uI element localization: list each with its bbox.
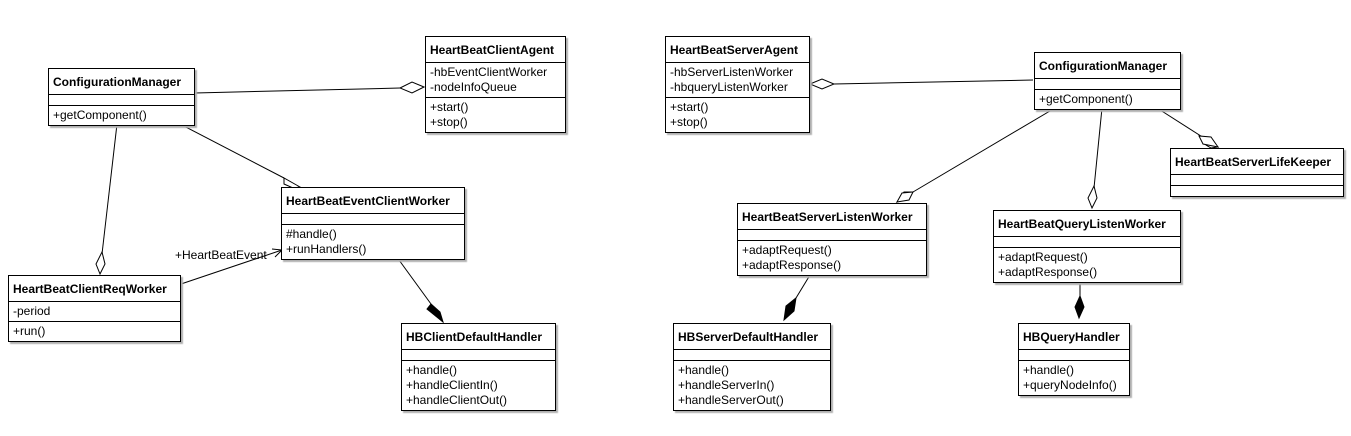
operation: +start() bbox=[430, 100, 469, 114]
class-hb-client-default-handler[interactable]: HBClientDefaultHandler +handle() +handle… bbox=[401, 323, 556, 411]
attributes-section bbox=[1171, 175, 1343, 186]
operations-section: +adaptRequest() +adaptResponse() bbox=[994, 248, 1180, 282]
operation: +stop() bbox=[670, 115, 708, 129]
attributes-section: -period bbox=[9, 302, 180, 322]
operation: +getComponent() bbox=[1039, 92, 1133, 106]
attribute: -hbEventClientWorker bbox=[430, 65, 548, 79]
attribute: -hbServerListenWorker bbox=[670, 65, 794, 79]
operation: +runHandlers() bbox=[286, 242, 367, 256]
aggregation-diamond-query-listen-worker bbox=[1087, 184, 1098, 210]
operation: +adaptResponse() bbox=[742, 258, 842, 272]
operations-section: +adaptRequest() +adaptResponse() bbox=[738, 241, 926, 275]
class-name: ConfigurationManager bbox=[49, 69, 194, 95]
operations-section: +run() bbox=[9, 322, 180, 341]
operation: +adaptRequest() bbox=[742, 243, 832, 257]
class-hb-server-default-handler[interactable]: HBServerDefaultHandler +handle() +handle… bbox=[673, 323, 831, 411]
aggregation-diamond-client-req-worker bbox=[95, 250, 106, 276]
edge-cm-left-to-client-agent bbox=[194, 87, 401, 94]
operation: +handleServerIn() bbox=[678, 378, 775, 392]
aggregation-diamond-client-agent bbox=[398, 81, 426, 94]
class-name: HeartBeatServerLifeKeeper bbox=[1171, 149, 1343, 175]
aggregation-diamond-server-agent bbox=[808, 78, 836, 90]
class-heartbeat-client-req-worker[interactable]: HeartBeatClientReqWorker -period +run() bbox=[8, 275, 181, 342]
class-name: HeartBeatServerAgent bbox=[666, 37, 809, 63]
attributes-section bbox=[282, 214, 464, 225]
operations-section bbox=[1171, 186, 1343, 196]
class-name: HBClientDefaultHandler bbox=[402, 324, 555, 350]
class-heartbeat-client-agent[interactable]: HeartBeatClientAgent -hbEventClientWorke… bbox=[425, 36, 566, 133]
edge-event-worker-to-client-handler bbox=[398, 259, 432, 305]
operations-section: +handle() +handleClientIn() +handleClien… bbox=[402, 361, 555, 410]
composition-diamond-server-handler bbox=[783, 296, 797, 322]
attributes-section: -hbEventClientWorker -nodeInfoQueue bbox=[426, 63, 565, 98]
attribute: -nodeInfoQueue bbox=[430, 80, 517, 94]
operation: #handle() bbox=[286, 227, 337, 241]
operation: +handle() bbox=[678, 363, 730, 377]
operation: +getComponent() bbox=[53, 108, 147, 122]
operation: +run() bbox=[13, 324, 46, 338]
class-name: HBServerDefaultHandler bbox=[674, 324, 830, 350]
class-configuration-manager-left[interactable]: ConfigurationManager +getComponent() bbox=[48, 68, 195, 126]
class-name: HeartBeatClientAgent bbox=[426, 37, 565, 63]
edge-cm-right-to-server-agent bbox=[833, 79, 1034, 85]
attributes-section bbox=[49, 95, 194, 106]
class-name: HeartBeatEventClientWorker bbox=[282, 188, 464, 214]
attributes-section bbox=[674, 350, 830, 361]
operation: +adaptRequest() bbox=[998, 250, 1088, 264]
operations-section: #handle() +runHandlers() bbox=[282, 225, 464, 259]
class-hb-query-handler[interactable]: HBQueryHandler +handle() +queryNodeInfo(… bbox=[1018, 323, 1130, 396]
operation: +handle() bbox=[406, 363, 458, 377]
edge-cm-left-to-event-client-worker bbox=[179, 123, 285, 179]
edge-cm-right-to-query-listen-worker bbox=[1093, 107, 1103, 189]
operation: +stop() bbox=[430, 115, 468, 129]
class-configuration-manager-right[interactable]: ConfigurationManager +getComponent() bbox=[1034, 52, 1181, 110]
edge-cm-right-to-server-listen-worker bbox=[912, 107, 1056, 193]
attributes-section bbox=[738, 230, 926, 241]
operation: +handleClientOut() bbox=[406, 393, 508, 407]
operations-section: +getComponent() bbox=[1035, 90, 1180, 109]
operations-section: +getComponent() bbox=[49, 106, 194, 125]
operation: +queryNodeInfo() bbox=[1023, 378, 1117, 392]
class-heartbeat-query-listen-worker[interactable]: HeartBeatQueryListenWorker +adaptRequest… bbox=[993, 210, 1181, 283]
class-name: HeartBeatServerListenWorker bbox=[738, 204, 926, 230]
class-heartbeat-event-client-worker[interactable]: HeartBeatEventClientWorker #handle() +ru… bbox=[281, 187, 465, 260]
operation: +handleClientIn() bbox=[406, 378, 498, 392]
edge-cm-right-to-life-keeper bbox=[1156, 107, 1205, 139]
edge-req-worker-to-event-worker bbox=[180, 249, 283, 285]
class-heartbeat-server-life-keeper[interactable]: HeartBeatServerLifeKeeper bbox=[1170, 148, 1344, 197]
operation: +handle() bbox=[1023, 363, 1075, 377]
attributes-section bbox=[1019, 350, 1129, 361]
class-name: HeartBeatQueryListenWorker bbox=[994, 211, 1180, 237]
attributes-section: -hbServerListenWorker -hbqueryListenWork… bbox=[666, 63, 809, 98]
operations-section: +handle() +handleServerIn() +handleServe… bbox=[674, 361, 830, 410]
operations-section: +start() +stop() bbox=[426, 98, 565, 132]
attributes-section bbox=[402, 350, 555, 361]
class-name: HBQueryHandler bbox=[1019, 324, 1129, 350]
operation: +adaptResponse() bbox=[998, 265, 1098, 279]
attribute: -period bbox=[13, 304, 51, 318]
class-name: HeartBeatClientReqWorker bbox=[9, 276, 180, 302]
operations-section: +handle() +queryNodeInfo() bbox=[1019, 361, 1129, 395]
composition-diamond-query-handler bbox=[1074, 294, 1085, 320]
class-heartbeat-server-agent[interactable]: HeartBeatServerAgent -hbServerListenWork… bbox=[665, 36, 810, 133]
class-name: ConfigurationManager bbox=[1035, 53, 1180, 79]
edge-server-listen-worker-to-server-handler bbox=[795, 274, 811, 299]
operations-section: +start() +stop() bbox=[666, 98, 809, 132]
operation: +handleServerOut() bbox=[678, 393, 784, 407]
operation: +start() bbox=[670, 100, 709, 114]
edge-cm-left-to-client-req-worker bbox=[101, 123, 118, 255]
label-heartbeat-event: +HeartBeatEvent bbox=[175, 248, 267, 262]
attributes-section bbox=[1035, 79, 1180, 90]
attributes-section bbox=[994, 237, 1180, 248]
class-heartbeat-server-listen-worker[interactable]: HeartBeatServerListenWorker +adaptReques… bbox=[737, 203, 927, 276]
attribute: -hbqueryListenWorker bbox=[670, 80, 788, 94]
